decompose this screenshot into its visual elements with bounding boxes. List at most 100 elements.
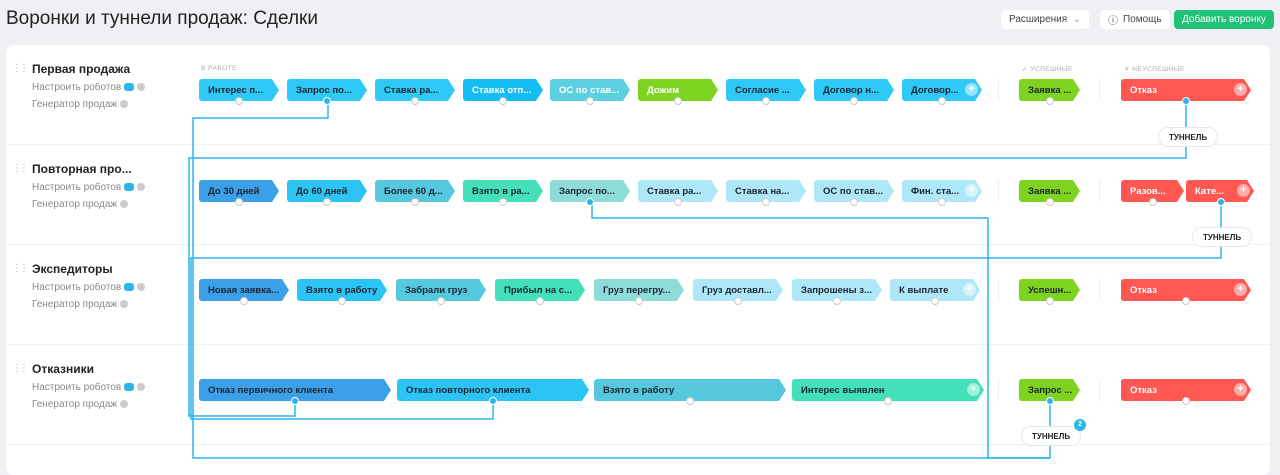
connector-dot[interactable] [235, 198, 243, 206]
connector-dot[interactable] [1046, 198, 1054, 206]
connector-dot[interactable] [1046, 297, 1054, 305]
stage-label: Интерес выявлен [801, 384, 885, 396]
sales-generator-link[interactable]: Генератор продаж [32, 299, 129, 310]
help-icon[interactable] [120, 300, 129, 309]
stage-chip[interactable]: Ставка отп... [463, 79, 543, 101]
add-stage-icon[interactable]: + [1237, 184, 1250, 197]
help-icon[interactable] [120, 200, 129, 209]
fail-stage-chip[interactable]: Отказ+ [1121, 79, 1251, 101]
funnel-name[interactable]: Повторная про... [32, 162, 132, 176]
connector-dot[interactable] [1148, 198, 1157, 206]
connector-dot[interactable] [240, 297, 248, 305]
stage-label: Отказ первичного клиента [208, 384, 334, 396]
stage-chip[interactable]: Согласие ... [726, 79, 806, 101]
connector-dot[interactable] [762, 198, 770, 206]
sales-generator-link[interactable]: Генератор продаж [32, 199, 129, 210]
add-funnel-button[interactable]: Добавить воронку [1174, 10, 1274, 29]
connector-dot[interactable] [1217, 198, 1225, 206]
stage-label: Груз доставл... [702, 284, 772, 296]
connector-dot[interactable] [833, 297, 841, 305]
robots-settings-link[interactable]: Настроить роботов [32, 382, 146, 393]
help-icon[interactable] [137, 283, 146, 292]
connector-dot[interactable] [686, 397, 694, 405]
column-header-fail: ✕ НЕУСПЕШНЫЕ [1124, 66, 1185, 73]
stage-chip[interactable]: Запрос по... [287, 79, 367, 101]
connector-dot[interactable] [674, 97, 682, 105]
add-stage-icon[interactable]: + [963, 283, 976, 296]
drag-handle-icon[interactable]: ⋮⋮ [12, 263, 26, 274]
sales-generator-link[interactable]: Генератор продаж [32, 399, 129, 410]
connector-dot[interactable] [931, 297, 939, 305]
drag-handle-icon[interactable]: ⋮⋮ [12, 363, 26, 374]
tunnel-button[interactable]: ТУННЕЛЬ [1192, 227, 1253, 247]
connector-dot[interactable] [1046, 397, 1054, 405]
connector-dot[interactable] [1046, 97, 1054, 105]
robots-settings-link[interactable]: Настроить роботов [32, 182, 146, 193]
stage-label: К выплате [899, 284, 949, 296]
help-icon[interactable] [137, 383, 146, 392]
stage-label: Дожим [647, 84, 680, 96]
stage-chip[interactable]: Интерес п... [199, 79, 279, 101]
connector-dot[interactable] [850, 198, 858, 206]
sales-generator-link[interactable]: Генератор продаж [32, 99, 129, 110]
extensions-dropdown[interactable]: Расширения⌄ [1001, 10, 1089, 29]
connector-dot[interactable] [536, 297, 544, 305]
add-stage-icon[interactable]: + [1234, 383, 1247, 396]
funnel-name[interactable]: Отказники [32, 362, 95, 376]
robots-settings-link[interactable]: Настроить роботов [32, 82, 146, 93]
column-divider [998, 180, 999, 202]
stage-chip[interactable]: Договор...+ [902, 79, 982, 101]
connector-dot[interactable] [635, 297, 643, 305]
robots-settings-link[interactable]: Настроить роботов [32, 282, 146, 293]
connector-dot[interactable] [323, 97, 331, 105]
connector-dot[interactable] [291, 397, 299, 405]
connector-dot[interactable] [884, 397, 892, 405]
connector-dot[interactable] [938, 198, 946, 206]
connector-dot[interactable] [586, 97, 594, 105]
column-divider [1099, 180, 1100, 202]
help-icon[interactable] [137, 83, 146, 92]
connector-dot[interactable] [489, 397, 497, 405]
help-icon[interactable] [120, 400, 129, 409]
connector-dot[interactable] [1182, 397, 1190, 405]
connector-dot[interactable] [437, 297, 445, 305]
connector-dot[interactable] [734, 297, 742, 305]
add-stage-icon[interactable]: + [965, 184, 978, 197]
add-stage-icon[interactable]: + [1234, 83, 1247, 96]
add-stage-icon[interactable]: + [967, 383, 980, 396]
connector-dot[interactable] [850, 97, 858, 105]
success-stage-chip[interactable]: Заявка ... [1019, 79, 1080, 101]
connector-dot[interactable] [762, 97, 770, 105]
help-icon[interactable] [120, 100, 129, 109]
fail-stage-chip[interactable]: Кате...+ [1186, 180, 1254, 202]
connector-dot[interactable] [338, 297, 346, 305]
stage-label: Груз перегру... [603, 284, 671, 296]
help-icon[interactable] [137, 183, 146, 192]
funnel-name[interactable]: Экспедиторы [32, 262, 113, 276]
connector-dot[interactable] [938, 97, 946, 105]
connector-dot[interactable] [323, 198, 331, 206]
connector-dot[interactable] [411, 97, 419, 105]
add-stage-icon[interactable]: + [965, 83, 978, 96]
tunnel-button[interactable]: ТУННЕЛЬ [1158, 127, 1219, 147]
drag-handle-icon[interactable]: ⋮⋮ [12, 163, 26, 174]
connector-dot[interactable] [411, 198, 419, 206]
stage-chip[interactable]: Договор н... [814, 79, 894, 101]
connector-dot[interactable] [499, 198, 507, 206]
stage-chip[interactable]: Дожим [638, 79, 718, 101]
connector-dot[interactable] [499, 97, 507, 105]
connector-dot[interactable] [674, 198, 682, 206]
stage-label: Новая заявка... [208, 284, 280, 296]
stage-label: Более 60 д... [384, 185, 443, 197]
connector-dot[interactable] [586, 198, 594, 206]
connector-dot[interactable] [235, 97, 243, 105]
stage-chip[interactable]: ОС по став... [550, 79, 630, 101]
connector-dot[interactable] [1182, 297, 1190, 305]
drag-handle-icon[interactable]: ⋮⋮ [12, 63, 26, 74]
add-stage-icon[interactable]: + [1234, 283, 1247, 296]
stage-chip[interactable]: Ставка ра... [375, 79, 455, 101]
funnel-name[interactable]: Первая продажа [32, 62, 131, 76]
connector-dot[interactable] [1182, 97, 1190, 105]
